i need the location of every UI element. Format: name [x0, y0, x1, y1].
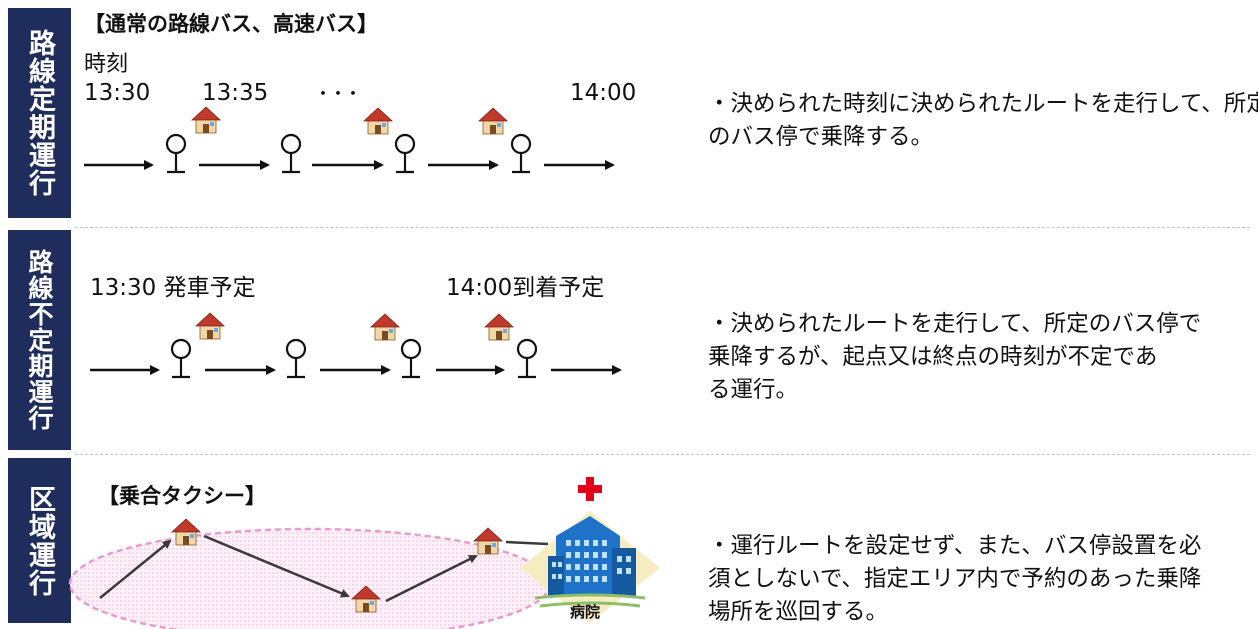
- side-label-unscheduled-text: 路線不定期運行: [25, 249, 54, 431]
- taxi-route-arrow: [385, 554, 478, 603]
- bus-stop-3: [394, 133, 416, 174]
- time-4: 14:00: [570, 80, 637, 106]
- bus-stop-1: [170, 338, 192, 379]
- description-unscheduled: ・決められたルートを走行して、所定のバス停で 乗降するが、起点又は終点の時刻が不…: [708, 311, 1202, 403]
- taxi-route-arrow: [99, 539, 172, 599]
- heading-shared-taxi: 【乗合タクシー】: [98, 484, 266, 508]
- departure-label: 13:30 発車予定: [90, 275, 256, 301]
- bus-stop-1: [165, 133, 187, 174]
- side-label-scheduled-text: 路線定期運行: [24, 29, 55, 197]
- time-caption: 時刻: [84, 52, 129, 77]
- house-icon: [195, 312, 225, 340]
- bus-stop-2: [285, 338, 307, 379]
- bus-stop-2: [280, 133, 302, 174]
- heading-route-bus: 【通常の路線バス、高速バス】: [84, 12, 378, 36]
- time-2: 13:35: [202, 80, 269, 106]
- section-area-service: 区域運行 【乗合タクシー】: [0, 456, 1258, 629]
- house-icon: [473, 527, 503, 555]
- house-icon: [191, 106, 221, 134]
- house-icon: [363, 107, 393, 135]
- route-diagram-scheduled: [84, 106, 615, 174]
- house-icon: [171, 518, 201, 546]
- description-area: ・運行ルートを設定せず、また、バス停設置を必 須としないで、指定エリア内で予約の…: [708, 533, 1202, 625]
- hospital-label: 病院: [570, 603, 601, 621]
- taxi-route-arrow: [203, 534, 350, 598]
- area-diagram: [68, 477, 660, 629]
- route-diagram-unscheduled: [90, 312, 622, 379]
- section-divider: [75, 454, 1250, 455]
- section-unscheduled-route: 路線不定期運行 13:30 発車予定 14:00到着予定 ・決められたルートを走…: [0, 228, 1258, 453]
- side-label-scheduled: 路線定期運行: [8, 8, 71, 218]
- house-icon: [478, 107, 508, 135]
- house-icon: [370, 313, 400, 341]
- arrival-label: 14:00到着予定: [446, 275, 605, 301]
- time-1: 13:30: [84, 80, 151, 106]
- section-scheduled-route: 路線定期運行 【通常の路線バス、高速バス】 時刻 13:30 13:35 ・・・…: [0, 0, 1258, 225]
- side-label-area-text: 区域運行: [24, 484, 55, 597]
- section-divider: [75, 227, 1250, 228]
- bus-stop-3: [400, 338, 422, 379]
- time-ellipsis: ・・・: [314, 84, 362, 105]
- taxi-route-arrow: [505, 540, 549, 546]
- side-label-area: 区域運行: [8, 458, 71, 623]
- bus-stop-4: [510, 133, 532, 174]
- description-scheduled: ・決められた時刻に決められたルートを走行して、所定 のバス停で乗降する。: [708, 91, 1258, 150]
- house-icon: [484, 313, 514, 341]
- hospital-icon: [520, 477, 660, 623]
- side-label-unscheduled: 路線不定期運行: [8, 230, 71, 450]
- bus-stop-4: [516, 338, 538, 379]
